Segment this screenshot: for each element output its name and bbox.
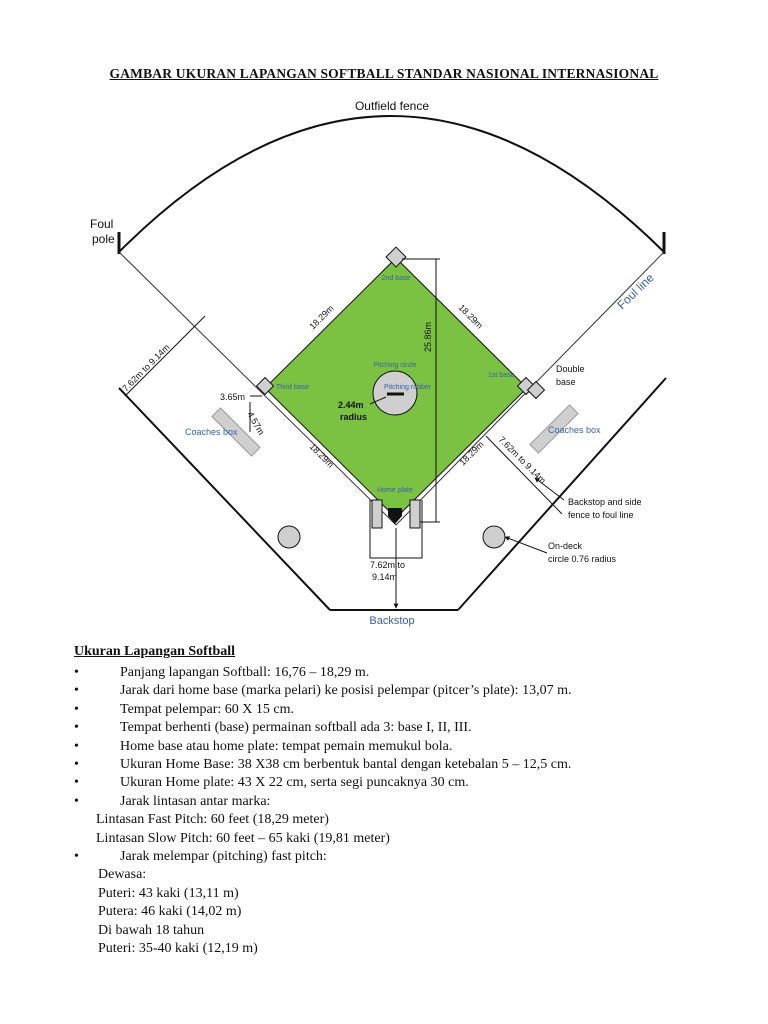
double-base-label-2: base bbox=[556, 377, 576, 387]
lintasan-line: Lintasan Fast Pitch: 60 feet (18,29 mete… bbox=[96, 812, 329, 828]
pitching-detail-line: Putera: 46 kaki (14,02 m) bbox=[98, 904, 242, 920]
pitching-circle-label: Pitching circle bbox=[373, 362, 416, 369]
pitching-detail-line: Di bawah 18 tahun bbox=[98, 922, 205, 938]
pitching-rubber-label: Pitching rubber bbox=[384, 384, 432, 391]
pitching-detail-line: Puteri: 35-40 kaki (12,19 m) bbox=[98, 941, 258, 957]
dimension-list: • Panjang lapangan Softball: 16,76 – 18,2… bbox=[74, 664, 714, 959]
third-base-label: Third base bbox=[276, 384, 309, 391]
lintasan-line: Lintasan Slow Pitch: 60 feet – 65 kaki (… bbox=[96, 830, 390, 846]
section-title: Ukuran Lapangan Softball bbox=[74, 644, 236, 659]
side-fence-left bbox=[118, 387, 331, 611]
list-item: • Panjang lapangan Softball: 16,76 – 18,2… bbox=[74, 664, 714, 682]
radius-value-label: 2.44m bbox=[338, 400, 364, 410]
ondeck-label-2: circle 0.76 radius bbox=[548, 554, 617, 564]
coaches-box-right-label: Coaches box bbox=[548, 425, 601, 435]
batter-box-left bbox=[371, 499, 383, 529]
batter-box-right bbox=[409, 499, 421, 529]
right-clearance-dim bbox=[485, 435, 563, 515]
list-item: • Tempat pelempar: 60 X 15 cm. bbox=[74, 701, 714, 719]
coaches-box-left-label: Coaches box bbox=[185, 427, 238, 437]
list-item: • Home base atau home plate: tempat pemai… bbox=[74, 738, 714, 756]
coach-dist-a-label: 3.65m bbox=[220, 392, 245, 402]
bullet: • bbox=[74, 701, 79, 717]
foul-pole-label-2: pole bbox=[92, 232, 115, 246]
list-item-text: Tempat berhenti (base) permainan softbal… bbox=[120, 720, 472, 736]
pitching-detail-line: Puteri: 43 kaki (13,11 m) bbox=[98, 885, 239, 901]
outfield-fence-label: Outfield fence bbox=[355, 99, 429, 113]
list-item-text: Jarak melempar (pitching) fast pitch: bbox=[120, 849, 327, 865]
list-item-text: Home base atau home plate: tempat pemain… bbox=[120, 738, 453, 754]
second-base-label: 2nd base bbox=[382, 275, 411, 282]
foul-line-label: Foul line bbox=[614, 270, 657, 312]
outfield-fence-arc bbox=[118, 115, 665, 253]
page-title: GAMBAR UKURAN LAPANGAN SOFTBALL STANDAR … bbox=[109, 66, 659, 81]
pitching-detail-line: Dewasa: bbox=[98, 867, 147, 883]
coaches-box-left bbox=[211, 407, 261, 457]
double-base-label-1: Double bbox=[556, 364, 585, 374]
radius-leader bbox=[369, 396, 387, 405]
bullet: • bbox=[74, 720, 79, 736]
list-item: • Jarak lintasan antar marka: bbox=[74, 793, 714, 811]
list-item: • Tempat berhenti (base) permainan softba… bbox=[74, 719, 714, 737]
bullet: • bbox=[74, 665, 79, 680]
list-item-text: Ukuran Home plate: 43 X 22 cm, serta seg… bbox=[120, 775, 469, 791]
left-clearance-dim bbox=[124, 315, 206, 397]
home-plate bbox=[388, 508, 402, 524]
bullet: • bbox=[74, 793, 79, 809]
bullet: • bbox=[74, 738, 79, 754]
radius-word-label: radius bbox=[340, 412, 367, 422]
list-item: • Ukuran Home Base: 38 X38 cm berbentuk b… bbox=[74, 756, 714, 774]
list-item: • Jarak melempar (pitching) fast pitch: bbox=[74, 848, 714, 866]
ondeck-circle-left bbox=[277, 525, 301, 549]
side-fence-right bbox=[457, 377, 667, 611]
second-base bbox=[385, 246, 407, 268]
list-item-text: Jarak dari home base (marka pelari) ke p… bbox=[120, 683, 572, 699]
left-clearance-label: 7.62m to 9.14m bbox=[120, 342, 171, 393]
list-item-text: Tempat pelempar: 60 X 15 cm. bbox=[120, 701, 294, 717]
list-item-text: Ukuran Home Base: 38 X38 cm berbentuk ba… bbox=[120, 757, 572, 773]
bullet: • bbox=[74, 849, 79, 865]
list-item-text: Panjang lapangan Softball: 16,76 – 18,29… bbox=[120, 665, 370, 680]
backstop-note-leader bbox=[534, 477, 565, 501]
list-item: • Ukuran Home plate: 43 X 22 cm, serta se… bbox=[74, 774, 714, 792]
bullet: • bbox=[74, 683, 79, 699]
list-item: • Jarak dari home base (marka pelari) ke … bbox=[74, 682, 714, 700]
backstop-note-label-1: Backstop and side bbox=[568, 497, 642, 507]
ondeck-label-1: On-deck bbox=[548, 541, 583, 551]
list-item-text: Jarak lintasan antar marka: bbox=[120, 793, 271, 809]
ondeck-circle-right bbox=[482, 525, 506, 549]
third-base bbox=[255, 376, 275, 396]
home-plate-label: Home plate bbox=[377, 487, 413, 494]
softball-field-diagram: Outfield fence Foul pole Foul line 2nd b… bbox=[90, 99, 667, 627]
backstop-label: Backstop bbox=[369, 615, 414, 627]
backstop-note-label-2: fence to foul line bbox=[568, 510, 634, 520]
foul-line-left bbox=[118, 251, 397, 526]
home-to-second-label: 25.86m bbox=[423, 322, 433, 352]
double-base bbox=[526, 380, 546, 400]
coaches-box-right bbox=[529, 404, 579, 454]
foul-pole-label-1: Foul bbox=[90, 217, 113, 231]
bullet: • bbox=[74, 775, 79, 791]
coach-dist-b-label: 4.57m bbox=[245, 410, 266, 437]
backstop-dist-label-2: 9.14m bbox=[372, 572, 397, 582]
bullet: • bbox=[74, 757, 79, 773]
first-base-label: 1st base bbox=[488, 372, 515, 379]
ondeck-leader bbox=[504, 536, 548, 554]
backstop-dist-label-1: 7.62m to bbox=[370, 560, 405, 570]
